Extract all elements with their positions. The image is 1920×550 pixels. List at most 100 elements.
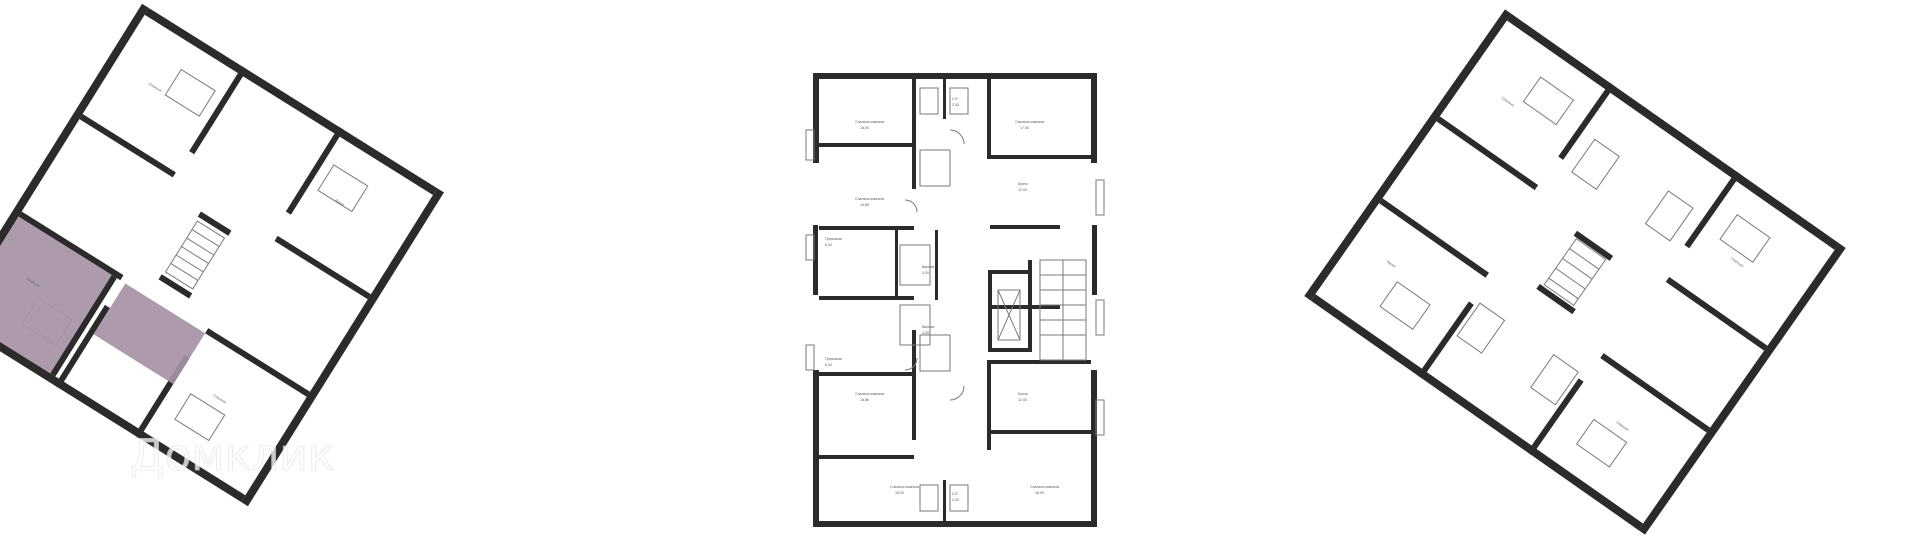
room-area: 16,86	[860, 203, 869, 207]
wall	[144, 8, 438, 195]
room-label: Спальня комната	[890, 485, 919, 489]
wall	[54, 304, 110, 389]
highlighted-apartment-part	[93, 283, 206, 385]
wall	[1665, 276, 1768, 351]
wall	[1573, 230, 1614, 261]
wall	[990, 305, 1060, 309]
wall	[1028, 260, 1032, 352]
wall	[1506, 13, 1840, 250]
watermark-text: Домклик	[130, 430, 334, 481]
svg-text:Спальня: Спальня	[1615, 420, 1629, 432]
wall	[1638, 243, 1846, 535]
wall	[1558, 82, 1615, 160]
room-label: Прихожая	[825, 237, 842, 241]
wall	[1304, 9, 1512, 301]
wall-right	[1091, 73, 1097, 163]
room-area: 12,00	[1018, 398, 1027, 402]
wall	[197, 211, 232, 236]
room-area: 6,00	[825, 243, 832, 247]
wall-bottom	[815, 521, 1095, 527]
highlighted-apartment[interactable]	[0, 216, 112, 374]
wall	[987, 360, 991, 450]
wall	[990, 225, 1060, 229]
svg-text:Спальня: Спальня	[148, 82, 162, 93]
room-area: 18,00	[895, 491, 904, 495]
wall	[935, 230, 938, 300]
wall	[990, 430, 1091, 434]
svg-text:Кухня: Кухня	[334, 198, 344, 207]
room-label: Кухня	[1018, 392, 1028, 396]
room-area: 18,00	[1035, 491, 1044, 495]
wall	[189, 66, 248, 155]
wall	[987, 79, 991, 159]
wall	[1417, 301, 1474, 379]
center-building-plan: Спальня комната 18,00 Спальня комната 17…	[805, 73, 1105, 527]
room-area: 2,00	[952, 103, 959, 107]
room-area: 18,00	[860, 126, 869, 130]
wall	[990, 360, 1091, 364]
wall-right	[1092, 225, 1097, 295]
room-label: Спальня комната	[855, 392, 884, 396]
wall	[158, 274, 193, 299]
wall	[990, 155, 1091, 159]
svg-text:Спальня: Спальня	[1501, 96, 1515, 108]
room-label: Кухня	[1018, 182, 1028, 186]
wall	[819, 372, 914, 376]
wall	[912, 79, 916, 189]
wall	[1536, 283, 1576, 315]
wall-left	[813, 225, 818, 295]
room-label: С/У	[952, 97, 959, 101]
left-building-plan: Спальня Кухня Спальня Спальня	[0, 3, 444, 507]
wall	[241, 188, 444, 507]
wall-left	[813, 73, 819, 163]
wall	[0, 3, 149, 322]
wall	[205, 328, 311, 397]
wall	[1600, 353, 1711, 433]
room-label: Спальня комната	[1030, 485, 1059, 489]
elevator-shaft	[997, 289, 1021, 341]
room-area: 18,86	[860, 398, 869, 402]
svg-text:Спальня: Спальня	[26, 277, 40, 288]
wall	[0, 315, 246, 502]
room-area: 4,00	[922, 331, 929, 335]
svg-text:Спальня: Спальня	[1730, 256, 1744, 268]
wall-right	[1091, 370, 1097, 527]
svg-text:Кухня: Кухня	[1386, 260, 1396, 269]
wall-left	[813, 370, 819, 527]
watermark: Домклик	[77, 416, 335, 481]
wall	[819, 455, 914, 459]
room-label: Спальня комната	[855, 197, 884, 201]
svg-text:Спальня: Спальня	[213, 393, 227, 404]
wall	[912, 330, 916, 440]
wall	[988, 270, 992, 352]
wall	[1436, 116, 1539, 191]
wall	[819, 143, 914, 147]
room-area: 4,00	[922, 271, 929, 275]
wall	[1684, 171, 1741, 249]
wall	[18, 211, 124, 281]
wall	[819, 226, 914, 230]
room-area: 12,00	[1018, 188, 1027, 192]
room-area: 2,00	[952, 498, 959, 502]
wall	[943, 480, 946, 521]
wall	[988, 348, 1028, 352]
room-label: Ванная	[922, 265, 934, 269]
room-label: С/У	[952, 492, 959, 496]
wall	[50, 274, 117, 377]
wall-top	[815, 73, 1095, 79]
room-area: 17,50	[1020, 126, 1029, 130]
house-outline-icon	[77, 416, 123, 473]
room-label: Спальня комната	[1015, 120, 1044, 124]
right-building-plan: Спальня Спальня Кухня Спальня	[1304, 9, 1846, 535]
wall	[943, 79, 946, 119]
room-area: 6,00	[825, 363, 832, 367]
wall	[274, 235, 371, 300]
wall	[988, 270, 1028, 274]
wall	[1527, 378, 1584, 456]
wall	[1379, 198, 1489, 278]
wall	[819, 296, 914, 300]
room-label: Ванная	[922, 325, 934, 329]
staircase	[1543, 238, 1607, 306]
